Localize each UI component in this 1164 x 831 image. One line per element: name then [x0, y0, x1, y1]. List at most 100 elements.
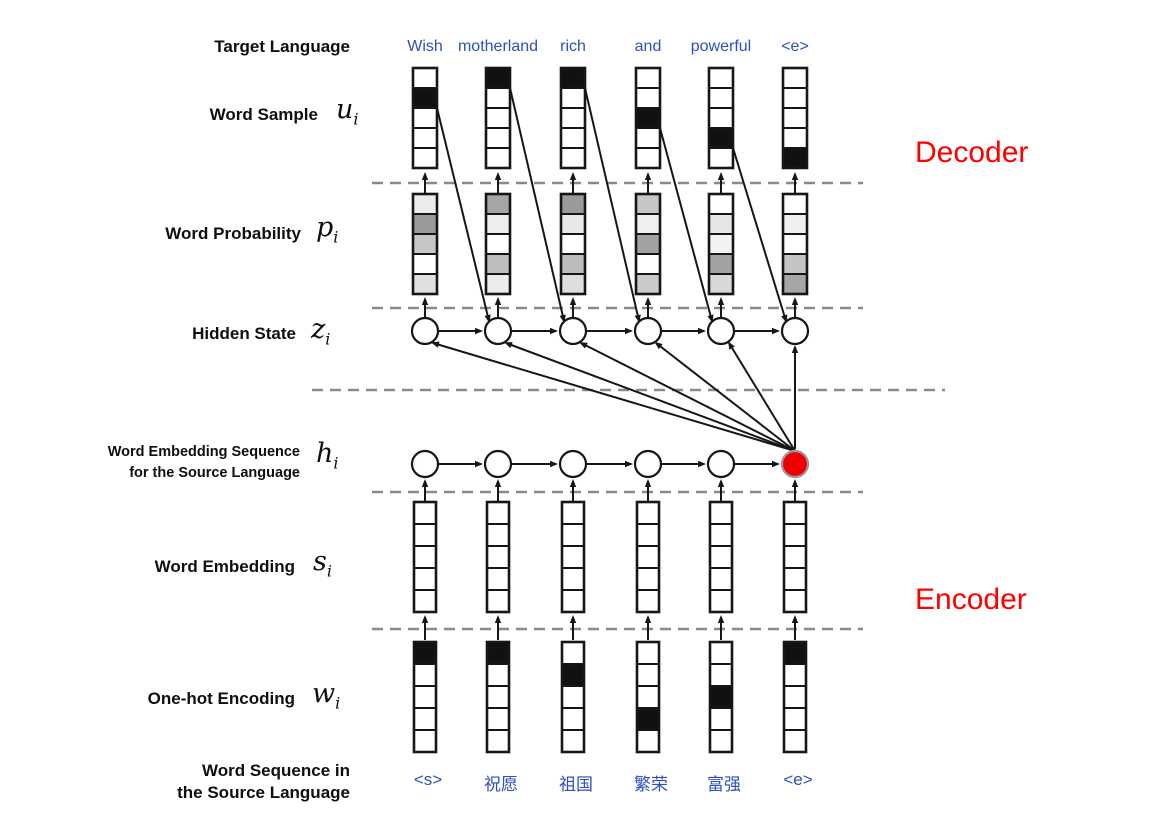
word-sample-vector	[411, 66, 439, 170]
feedback-arrow	[509, 87, 566, 323]
embedding-sequence-label-line1: Word Embedding Sequence	[107, 444, 300, 460]
word-probability-vector-cell	[485, 193, 511, 215]
decoder-hidden-state-node	[483, 316, 513, 346]
word-embedding-vector-cell	[486, 567, 510, 591]
word-sample-vector-cell	[635, 107, 661, 129]
word-probability-vector	[781, 192, 809, 296]
target-word: and	[634, 38, 662, 55]
word-embedding-vector-cell	[636, 589, 660, 613]
word-probability-vector-cell	[635, 253, 661, 275]
feedback-arrow	[584, 87, 641, 323]
one-hot-vector	[412, 640, 438, 754]
word-probability-vector-cell	[412, 253, 438, 275]
word-embedding-vector-cell	[486, 589, 510, 613]
word-probability-vector	[411, 192, 439, 296]
word-probability-vector-cell	[485, 253, 511, 275]
decoder-hidden-state-node	[410, 316, 440, 346]
word-embedding-label: Word Embedding	[154, 557, 295, 576]
decoder-hidden-state-node	[558, 316, 588, 346]
word-probability-vector-cell	[560, 213, 586, 235]
one-hot-vector-cell	[709, 663, 733, 687]
symbol-z-i: zi	[311, 314, 331, 349]
word-probability-label: Word Probability	[165, 224, 301, 243]
word-embedding-vector-cell	[783, 501, 807, 525]
word-sample-vector	[484, 66, 512, 170]
word-probability-vector-cell	[412, 213, 438, 235]
encoder-context-node	[780, 449, 810, 479]
word-embedding-vector-cell	[709, 501, 733, 525]
word-probability-vector-cell	[635, 193, 661, 215]
one-hot-vector	[782, 640, 808, 754]
word-probability-vector-cell	[560, 193, 586, 215]
one-hot-vector-cell	[413, 685, 437, 709]
word-sample-vector-cell	[635, 127, 661, 149]
one-hot-vector-cell	[636, 663, 660, 687]
word-sample-vector-cell	[560, 67, 586, 89]
word-sample-vector-cell	[485, 147, 511, 169]
word-probability-vector-cell	[708, 213, 734, 235]
source-word: 祖国	[559, 775, 593, 794]
one-hot-vector-cell	[636, 641, 660, 665]
one-hot-vector-cell	[709, 707, 733, 731]
word-embedding-vector	[560, 500, 586, 614]
encoder-state-node	[410, 449, 440, 479]
attention-arrow	[431, 341, 796, 452]
target-word: powerful	[690, 38, 752, 55]
source-sequence-label-line1: Word Sequence in	[202, 761, 350, 780]
source-sequence-label-line2: the Source Language	[177, 783, 350, 802]
one-hot-vector-cell	[561, 641, 585, 665]
one-hot-vector-cell	[783, 729, 807, 753]
word-sample-vector-cell	[560, 147, 586, 169]
word-probability-vector-cell	[708, 193, 734, 215]
word-probability-vector-cell	[782, 253, 808, 275]
word-sample-vector-cell	[708, 87, 734, 109]
word-embedding-vector	[412, 500, 438, 614]
word-probability-vector-cell	[708, 273, 734, 295]
symbol-h-i: hi	[316, 438, 339, 473]
encoder-state-node	[706, 449, 736, 479]
target-word: motherland	[457, 38, 539, 55]
word-embedding-vector-cell	[561, 589, 585, 613]
encoder-label: Encoder	[915, 583, 1027, 616]
word-sample-vector-cell	[412, 107, 438, 129]
decoder-hidden-state-node	[706, 316, 736, 346]
one-hot-vector-cell	[413, 707, 437, 731]
word-sample-vector	[634, 66, 662, 170]
feedback-arrow	[732, 147, 788, 323]
one-hot-vector	[485, 640, 511, 754]
source-word: <s>	[413, 770, 443, 789]
word-embedding-vector-cell	[486, 501, 510, 525]
word-sample-label: Word Sample	[209, 105, 318, 124]
one-hot-vector-cell	[783, 685, 807, 709]
word-sample-vector-cell	[708, 127, 734, 149]
embedding-sequence-label-line2: for the Source Language	[129, 465, 300, 481]
word-sample-vector-cell	[560, 87, 586, 109]
word-embedding-vector-cell	[561, 545, 585, 569]
one-hot-vector-cell	[709, 641, 733, 665]
source-word: <e>	[783, 770, 813, 789]
symbol-w-i: wi	[312, 678, 341, 713]
attention-arrow	[579, 342, 796, 452]
word-embedding-vector-cell	[561, 567, 585, 591]
word-sample-vector-cell	[782, 87, 808, 109]
attention-arrow	[727, 341, 796, 452]
word-embedding-vector-cell	[486, 523, 510, 547]
word-probability-vector-cell	[782, 193, 808, 215]
word-sample-vector-cell	[708, 107, 734, 129]
word-embedding-vector-cell	[636, 501, 660, 525]
word-sample-vector	[781, 66, 809, 170]
one-hot-vector-cell	[561, 663, 585, 687]
one-hot-vector-cell	[486, 729, 510, 753]
one-hot-vector-cell	[709, 685, 733, 709]
one-hot-vector-cell	[783, 707, 807, 731]
word-probability-vector-cell	[485, 213, 511, 235]
one-hot-vector-cell	[709, 729, 733, 753]
source-word: 繁荣	[634, 775, 668, 794]
word-sample-vector-cell	[635, 147, 661, 169]
word-sample-vector-cell	[412, 67, 438, 89]
word-sample-vector-cell	[485, 67, 511, 89]
word-sample-vector-cell	[560, 107, 586, 129]
target-word: <e>	[781, 38, 809, 55]
one-hot-vector-cell	[486, 707, 510, 731]
